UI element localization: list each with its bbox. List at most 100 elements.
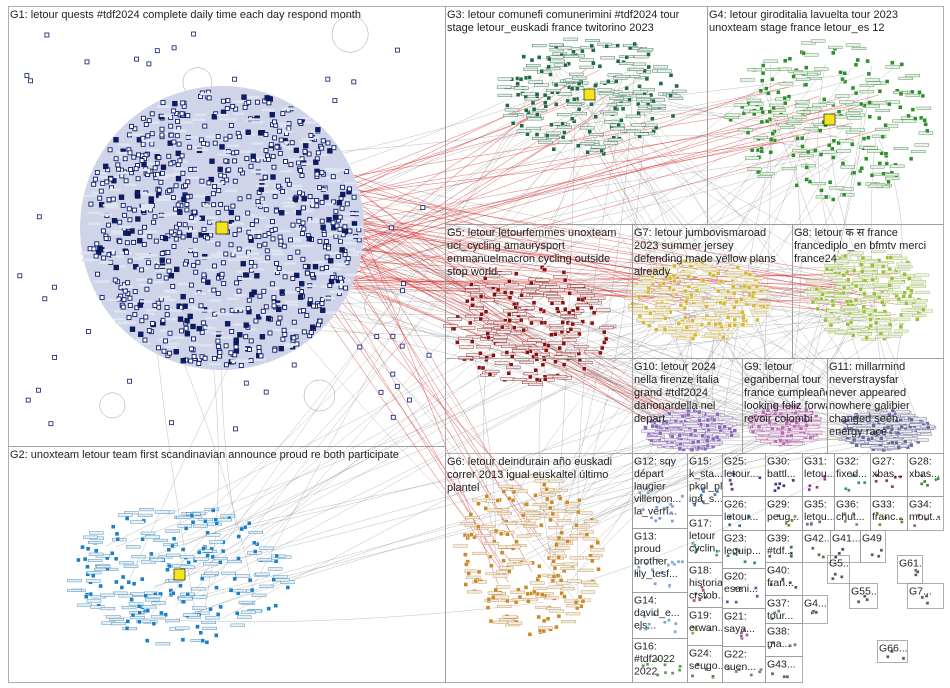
node[interactable] [390, 414, 396, 420]
node[interactable] [244, 156, 250, 162]
node[interactable] [729, 482, 733, 486]
node[interactable] [713, 321, 718, 327]
node[interactable] [555, 306, 560, 311]
node[interactable] [576, 143, 581, 148]
node[interactable] [124, 626, 130, 631]
node[interactable] [324, 265, 329, 270]
node[interactable] [301, 195, 307, 202]
node[interactable] [232, 178, 238, 184]
node[interactable] [314, 203, 320, 209]
node[interactable] [163, 338, 168, 344]
node[interactable] [146, 118, 152, 124]
node[interactable] [638, 627, 643, 631]
node[interactable] [271, 164, 277, 170]
node[interactable] [243, 380, 249, 386]
node[interactable] [158, 179, 164, 185]
node[interactable] [124, 240, 130, 246]
node[interactable] [238, 363, 244, 368]
node[interactable] [778, 438, 783, 443]
node[interactable] [127, 295, 133, 301]
node[interactable] [804, 65, 809, 70]
node[interactable] [683, 315, 688, 320]
hub-node[interactable] [215, 221, 229, 235]
node[interactable] [538, 307, 544, 312]
node[interactable] [183, 526, 189, 531]
node[interactable] [674, 83, 679, 89]
node[interactable] [755, 594, 759, 598]
node[interactable] [101, 255, 107, 261]
node[interactable] [877, 89, 883, 94]
node[interactable] [804, 177, 809, 182]
node[interactable] [131, 581, 137, 586]
node[interactable] [288, 162, 294, 168]
node[interactable] [265, 255, 271, 261]
node[interactable] [501, 558, 506, 563]
node[interactable] [751, 303, 757, 308]
node[interactable] [473, 579, 478, 584]
node[interactable] [159, 132, 165, 138]
node[interactable] [233, 344, 239, 350]
node[interactable] [913, 116, 918, 121]
node[interactable] [766, 90, 771, 96]
node[interactable] [787, 427, 792, 432]
node[interactable] [243, 322, 249, 328]
node[interactable] [147, 278, 153, 284]
node[interactable] [154, 160, 160, 166]
node[interactable] [783, 58, 788, 63]
node[interactable] [836, 140, 841, 146]
node[interactable] [171, 195, 176, 201]
node[interactable] [172, 100, 178, 107]
node[interactable] [788, 644, 792, 648]
node[interactable] [737, 549, 741, 553]
node[interactable] [524, 502, 529, 507]
node[interactable] [756, 424, 762, 429]
node[interactable] [285, 177, 290, 183]
node[interactable] [181, 599, 186, 604]
node[interactable] [645, 662, 650, 666]
node[interactable] [215, 343, 221, 349]
node[interactable] [936, 515, 941, 519]
node[interactable] [182, 303, 188, 309]
node[interactable] [189, 298, 195, 304]
node[interactable] [529, 320, 534, 326]
node[interactable] [703, 595, 707, 600]
node[interactable] [266, 315, 272, 322]
node[interactable] [543, 348, 549, 353]
node[interactable] [909, 288, 914, 293]
node[interactable] [755, 169, 761, 175]
node[interactable] [110, 551, 115, 556]
node[interactable] [236, 288, 242, 294]
node[interactable] [867, 114, 872, 119]
node[interactable] [147, 234, 153, 240]
node[interactable] [175, 118, 180, 124]
node[interactable] [853, 297, 859, 303]
node[interactable] [920, 474, 924, 478]
node[interactable] [351, 79, 357, 85]
node[interactable] [331, 199, 337, 205]
node[interactable] [768, 137, 774, 142]
node[interactable] [140, 576, 145, 582]
node[interactable] [151, 219, 157, 225]
node[interactable] [637, 84, 642, 89]
node[interactable] [278, 345, 284, 352]
node[interactable] [88, 591, 93, 597]
node[interactable] [140, 537, 145, 542]
node[interactable] [704, 438, 710, 443]
node[interactable] [823, 194, 829, 200]
node[interactable] [711, 674, 715, 679]
node[interactable] [52, 284, 57, 290]
node[interactable] [180, 293, 186, 300]
node[interactable] [241, 94, 247, 100]
node[interactable] [262, 241, 268, 247]
node[interactable] [407, 397, 412, 403]
node[interactable] [917, 90, 922, 95]
node[interactable] [562, 130, 567, 135]
node[interactable] [113, 264, 119, 271]
node[interactable] [655, 657, 659, 662]
node[interactable] [807, 487, 811, 492]
node[interactable] [229, 307, 235, 313]
node[interactable] [173, 206, 178, 212]
node[interactable] [539, 265, 545, 270]
node[interactable] [143, 122, 149, 127]
node[interactable] [910, 107, 916, 112]
